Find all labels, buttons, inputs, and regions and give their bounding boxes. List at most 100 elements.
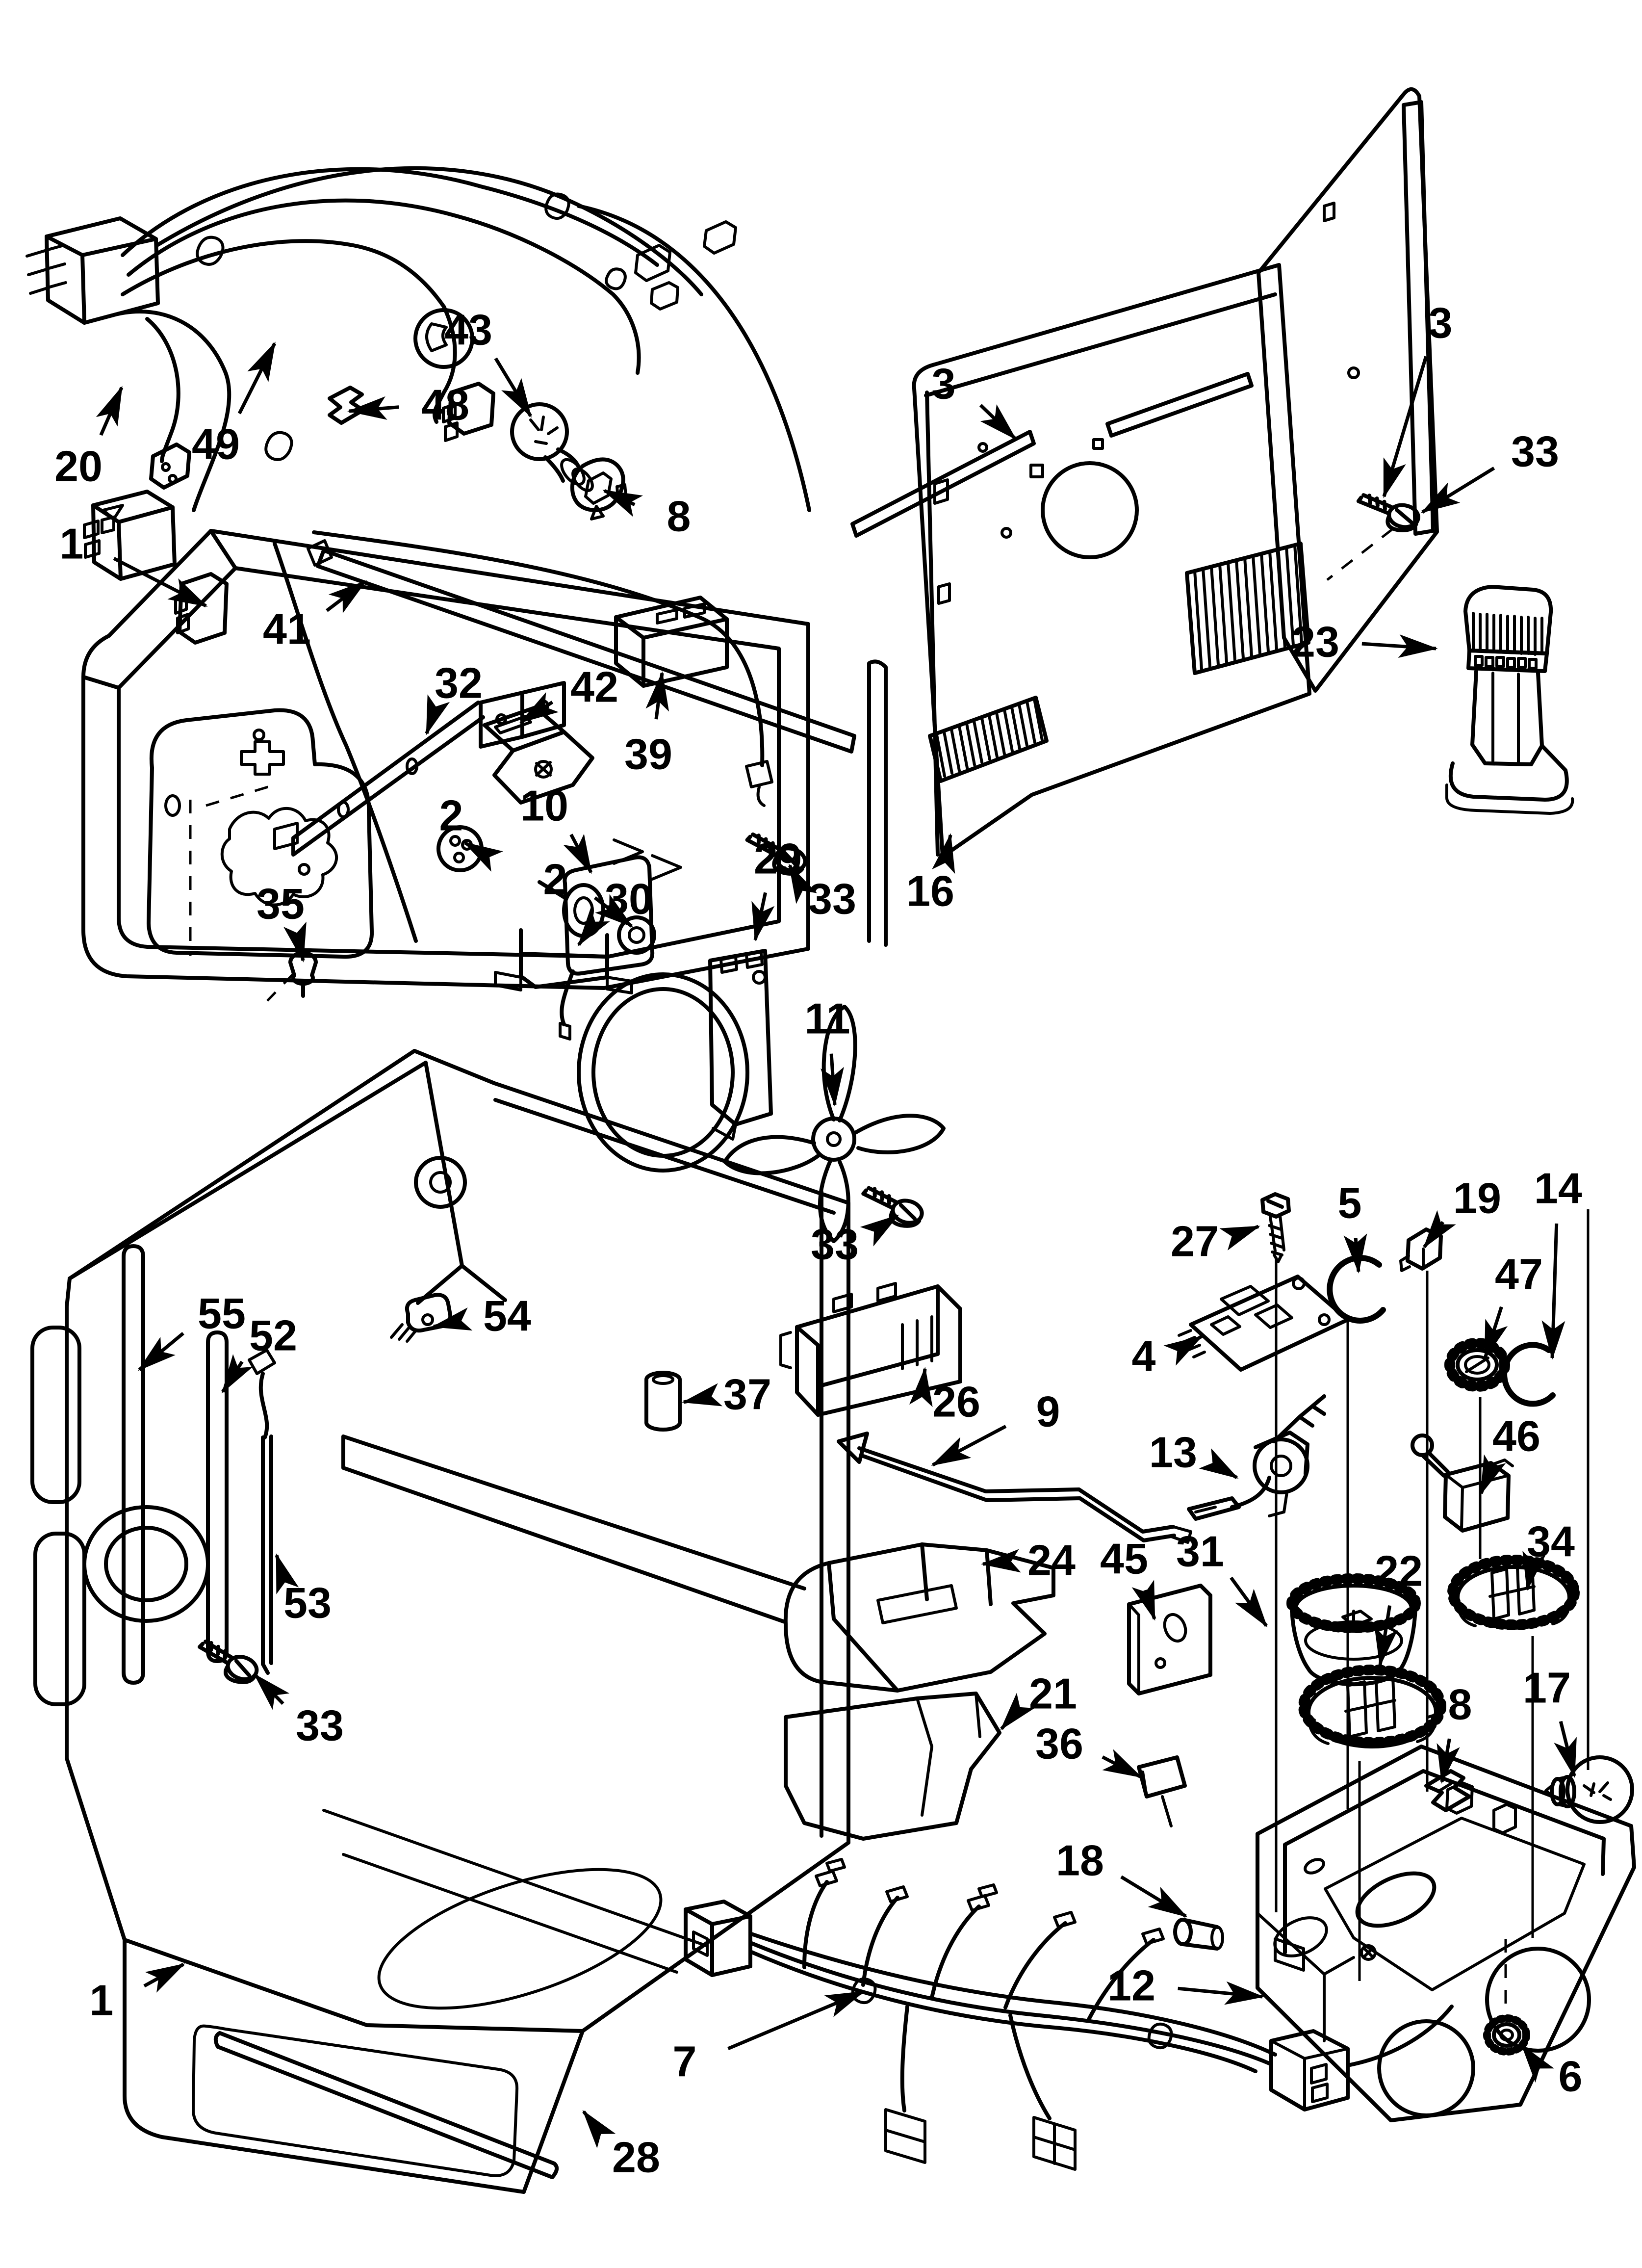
grommet-2 xyxy=(617,915,656,955)
part-label-1: 1 xyxy=(90,1976,114,2025)
callout-arrow-2 xyxy=(463,841,503,872)
callout-arrow-55 xyxy=(137,1331,184,1371)
part-label-16: 16 xyxy=(906,867,954,915)
callout-arrow-22 xyxy=(1374,1605,1398,1667)
callout-arrow-24 xyxy=(981,1549,1021,1573)
callout-arrow-27 xyxy=(1219,1225,1260,1251)
callout-arrow-6 xyxy=(1521,2044,1554,2083)
callout-arrow-33 xyxy=(254,1673,290,1710)
part-label-48: 48 xyxy=(421,381,469,429)
part-label-12: 12 xyxy=(1107,1961,1155,2010)
fill-tube-52 xyxy=(206,1330,229,1663)
trim-tube-28 xyxy=(213,2031,559,2179)
ground-strap-9 xyxy=(837,1432,1192,1544)
clip-48 xyxy=(328,386,365,425)
part-label-24: 24 xyxy=(1027,1536,1076,1585)
back-panel-left-16 xyxy=(912,263,1311,859)
part-label-13: 13 xyxy=(1149,1428,1197,1477)
part-label-8: 8 xyxy=(1448,1680,1472,1729)
part-label-7: 7 xyxy=(673,2037,697,2086)
wiring-harness-top xyxy=(26,166,811,645)
control-knob-31 xyxy=(1286,1573,1421,1687)
damper-control-23 xyxy=(1445,585,1574,815)
part-label-17: 17 xyxy=(1523,1664,1571,1712)
part-label-33: 33 xyxy=(1511,427,1559,476)
part-label-41: 41 xyxy=(263,605,311,653)
fuse-18 xyxy=(1173,1918,1224,1951)
breaker-trim-3-left xyxy=(850,372,1254,538)
part-label-14: 14 xyxy=(1534,1164,1582,1213)
part-label-18: 18 xyxy=(1056,1836,1104,1885)
screw-27 xyxy=(1260,1192,1291,1263)
callout-arrow-18 xyxy=(1120,1875,1188,1918)
callout-arrow-39 xyxy=(645,671,669,720)
lamp-nut-6 xyxy=(1483,2014,1530,2056)
callout-arrow-54 xyxy=(432,1307,473,1331)
drain-tube-55 xyxy=(122,1244,145,1685)
part-label-53: 53 xyxy=(283,1579,332,1627)
part-label-54: 54 xyxy=(483,1292,531,1340)
freezer-liner xyxy=(81,529,888,990)
part-label-3: 3 xyxy=(932,360,956,408)
callout-arrow-29 xyxy=(751,892,775,942)
part-label-19: 19 xyxy=(1453,1174,1501,1223)
callout-arrow-1 xyxy=(113,557,208,608)
callout-arrow-10 xyxy=(563,834,593,874)
wiring-harness-bottom-7 xyxy=(684,1858,1454,2171)
callout-arrow-23 xyxy=(1361,634,1438,658)
evaporator-cover-24 xyxy=(783,1542,1055,1693)
callout-arrow-35 xyxy=(283,921,307,963)
fresh-food-liner xyxy=(30,1049,850,2194)
callout-arrow-21 xyxy=(1000,1693,1035,1731)
part-label-1: 1 xyxy=(60,520,84,568)
callout-arrow-7 xyxy=(727,1990,865,2051)
callout-arrow-2 xyxy=(593,894,634,928)
part-label-45: 45 xyxy=(1100,1535,1148,1583)
part-label-6: 6 xyxy=(1559,2052,1583,2101)
air-duct-21 xyxy=(784,1692,1001,1841)
water-line-coil xyxy=(82,1505,210,1623)
part-label-52: 52 xyxy=(249,1311,297,1360)
part-label-49: 49 xyxy=(192,420,240,469)
hose-clip-14 xyxy=(1501,1342,1556,1407)
part-label-21: 21 xyxy=(1029,1669,1077,1718)
part-label-32: 32 xyxy=(435,659,483,707)
leader-line xyxy=(266,973,294,1002)
callout-arrow-48 xyxy=(347,396,399,420)
part-label-9: 9 xyxy=(1036,1387,1060,1436)
capacitor-37 xyxy=(644,1371,682,1432)
part-label-42: 42 xyxy=(570,663,618,711)
part-label-11: 11 xyxy=(804,994,850,1043)
screw-33 xyxy=(1355,494,1420,533)
callout-arrow-33 xyxy=(860,1214,899,1247)
fan-bracket-29 xyxy=(613,838,773,1141)
callout-arrow-30 xyxy=(577,908,610,947)
leader-line xyxy=(205,783,275,807)
callout-arrow-26 xyxy=(909,1367,933,1408)
part-label-23: 23 xyxy=(1291,618,1339,666)
callout-arrow-20 xyxy=(96,386,124,436)
cam-gear-47 xyxy=(1444,1338,1510,1392)
callout-arrow-37 xyxy=(682,1383,723,1407)
callout-arrow-14 xyxy=(1541,1223,1565,1360)
part-label-46: 46 xyxy=(1492,1412,1540,1460)
part-label-26: 26 xyxy=(932,1378,980,1426)
part-label-47: 47 xyxy=(1495,1250,1543,1299)
cam-ring-34 xyxy=(1447,1555,1580,1630)
part-label-30: 30 xyxy=(605,875,653,923)
part-label-5: 5 xyxy=(1338,1179,1362,1227)
light-bulb-43 xyxy=(510,402,594,492)
callout-arrow-4 xyxy=(1163,1335,1204,1366)
clip-plate-42 xyxy=(483,705,594,805)
callout-arrow-34 xyxy=(1522,1550,1546,1591)
part-label-43: 43 xyxy=(444,306,492,354)
part-label-10: 10 xyxy=(520,782,568,830)
callout-arrow-8 xyxy=(602,489,643,517)
callout-arrow-19 xyxy=(1423,1210,1456,1249)
breaker-trim-3-right xyxy=(1402,100,1435,536)
defrost-timer-board-4 xyxy=(1178,1275,1350,1372)
callout-arrow-53 xyxy=(275,1553,299,1594)
